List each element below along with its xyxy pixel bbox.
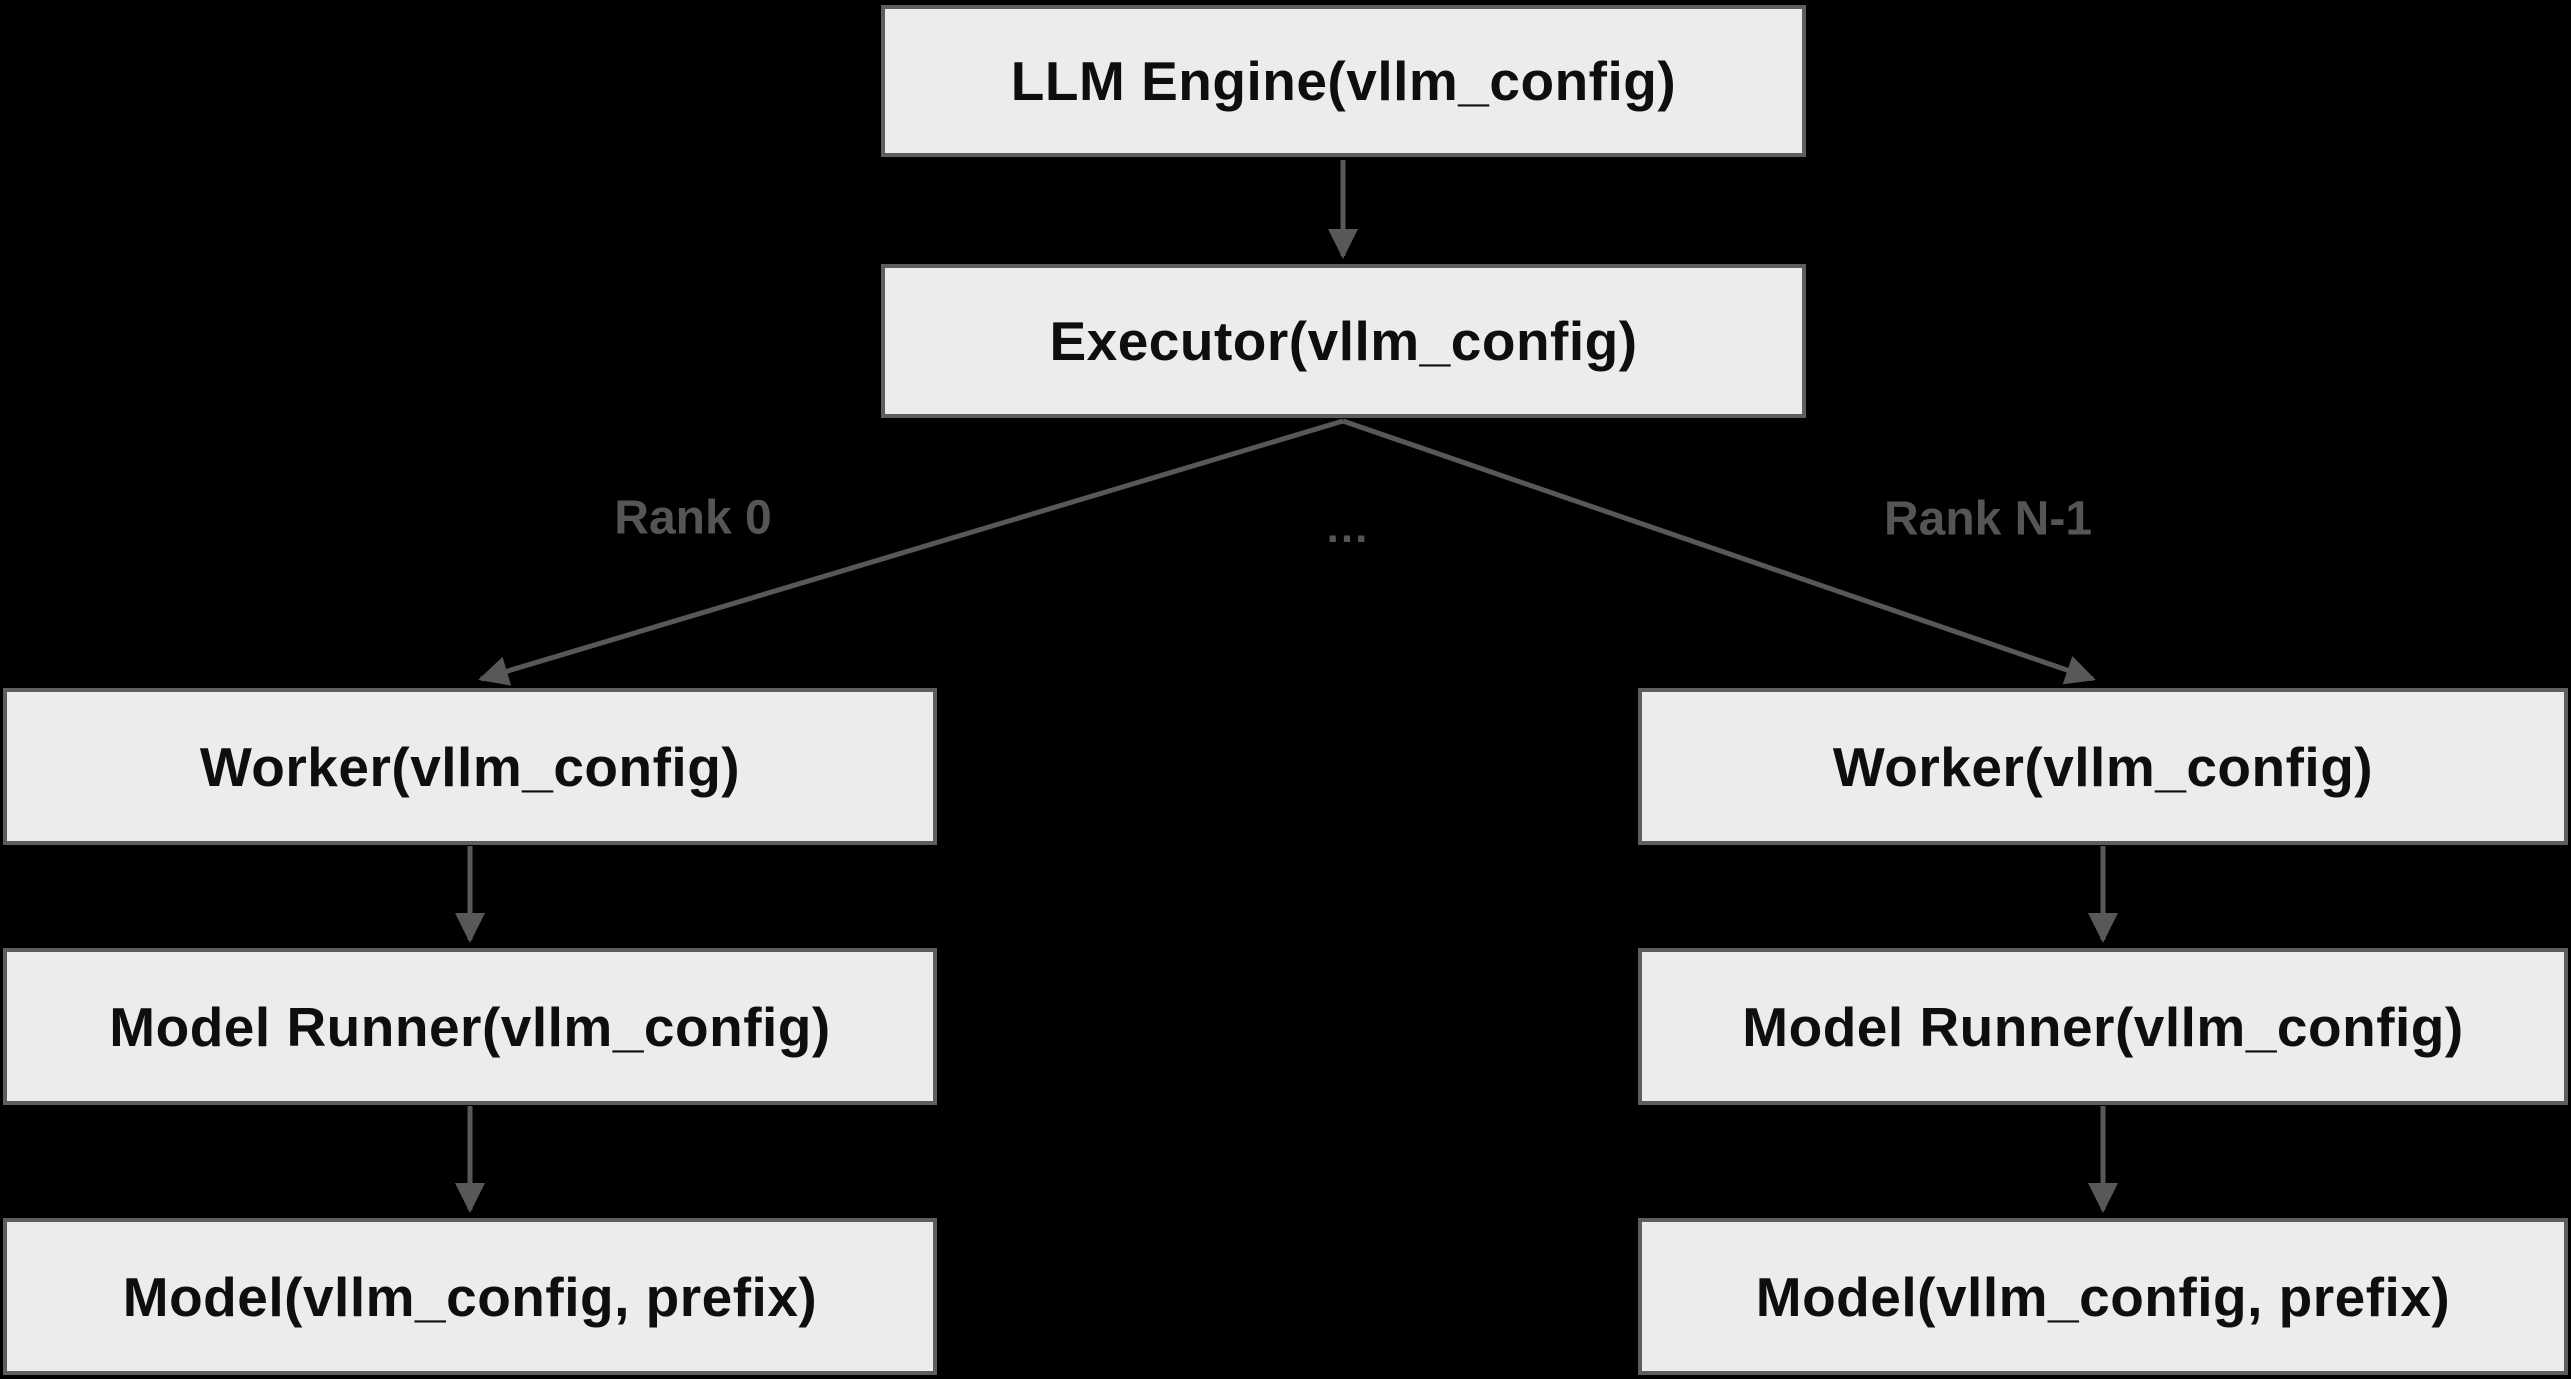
edge-label-ellipsis: ... (1326, 503, 1370, 552)
edge-executor-to-worker-left (478, 418, 1344, 686)
node-model-runner-right-label: Model Runner(vllm_config) (1742, 995, 2464, 1058)
node-executor-label: Executor(vllm_config) (1049, 310, 1638, 372)
node-llm-engine: LLM Engine(vllm_config) (881, 5, 1806, 157)
node-worker-left-label: Worker(vllm_config) (199, 735, 741, 798)
node-model-runner-right: Model Runner(vllm_config) (1638, 948, 2568, 1105)
node-model-runner-left-label: Model Runner(vllm_config) (109, 995, 831, 1058)
node-model-right-label: Model(vllm_config, prefix) (1755, 1265, 2451, 1328)
node-model-left-label: Model(vllm_config, prefix) (122, 1265, 818, 1328)
node-worker-left: Worker(vllm_config) (3, 688, 937, 845)
node-executor: Executor(vllm_config) (881, 264, 1806, 418)
node-worker-right: Worker(vllm_config) (1638, 688, 2568, 845)
edge-label-rank-0: Rank 0 (614, 491, 772, 545)
edge-label-rank-n-minus-1: Rank N-1 (1883, 492, 2093, 546)
node-model-right: Model(vllm_config, prefix) (1638, 1218, 2568, 1375)
edge-executor-to-worker-right (1342, 418, 2096, 685)
node-model-runner-left: Model Runner(vllm_config) (3, 948, 937, 1105)
node-llm-engine-label: LLM Engine(vllm_config) (1010, 50, 1677, 112)
node-model-left: Model(vllm_config, prefix) (3, 1218, 937, 1375)
node-worker-right-label: Worker(vllm_config) (1832, 735, 2374, 798)
